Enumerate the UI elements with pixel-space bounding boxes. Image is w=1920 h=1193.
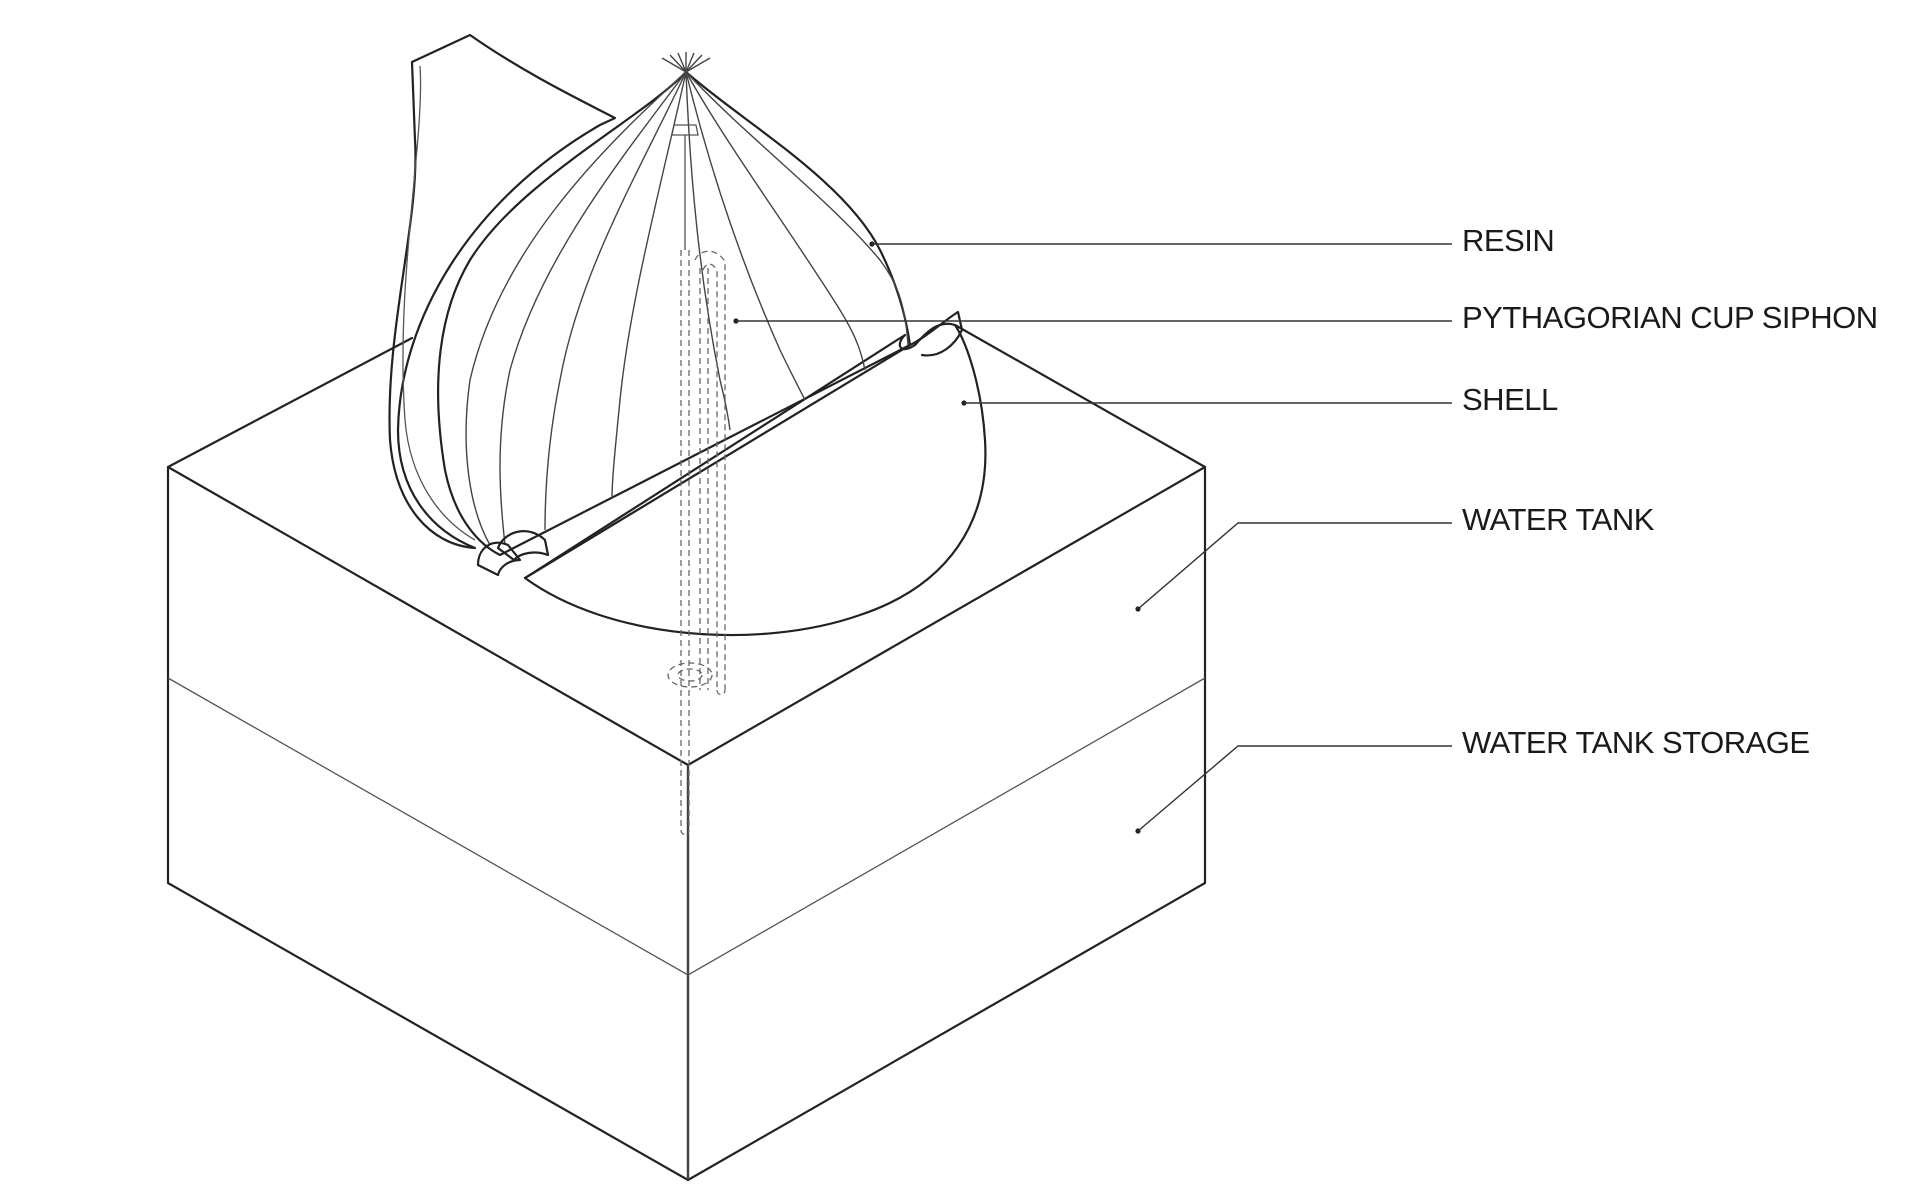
box-left-face <box>166 465 690 1182</box>
water-tank-box <box>166 323 1207 1182</box>
label-shell: SHELL <box>1462 382 1558 417</box>
tank-storage-divider <box>167 677 1206 976</box>
label-water-tank-storage: WATER TANK STORAGE <box>1462 725 1810 760</box>
box-top-right-edge <box>953 323 1207 469</box>
leader-line <box>1137 522 1452 610</box>
rib <box>465 71 687 546</box>
dome-apex <box>661 52 711 73</box>
callout-shell: SHELL <box>961 382 1558 417</box>
rib <box>685 71 731 431</box>
shell-back-fin <box>388 33 617 550</box>
siphon-pipes <box>667 250 726 836</box>
resin-dome-outline <box>437 70 912 557</box>
shell-bowl-outline <box>523 322 987 637</box>
shell-back-fin-inner <box>402 65 476 541</box>
callout-resin: RESIN <box>869 223 1555 258</box>
dome-base-cap-2 <box>496 530 550 562</box>
rib <box>544 71 687 531</box>
leader-line <box>1137 745 1452 832</box>
siphon-base-ring <box>667 662 713 688</box>
resin-dome <box>437 52 912 577</box>
siphon-top-valve <box>671 124 699 136</box>
rib <box>685 71 806 401</box>
shell-cut-lip <box>908 310 964 357</box>
callout-water-tank-storage: WATER TANK STORAGE <box>1135 725 1810 834</box>
rib <box>685 71 866 371</box>
box-top-back-edges <box>166 336 414 469</box>
rib <box>685 71 909 346</box>
rib <box>611 71 687 499</box>
label-water-tank: WATER TANK <box>1462 502 1655 537</box>
label-siphon: PYTHAGORIAN CUP SIPHON <box>1462 300 1878 335</box>
box-right-face <box>686 465 1207 1182</box>
label-resin: RESIN <box>1462 223 1554 258</box>
callout-siphon: PYTHAGORIAN CUP SIPHON <box>733 300 1878 335</box>
callout-water-tank: WATER TANK <box>1135 502 1655 612</box>
dome-base-cap <box>476 541 522 577</box>
rib <box>499 71 687 546</box>
